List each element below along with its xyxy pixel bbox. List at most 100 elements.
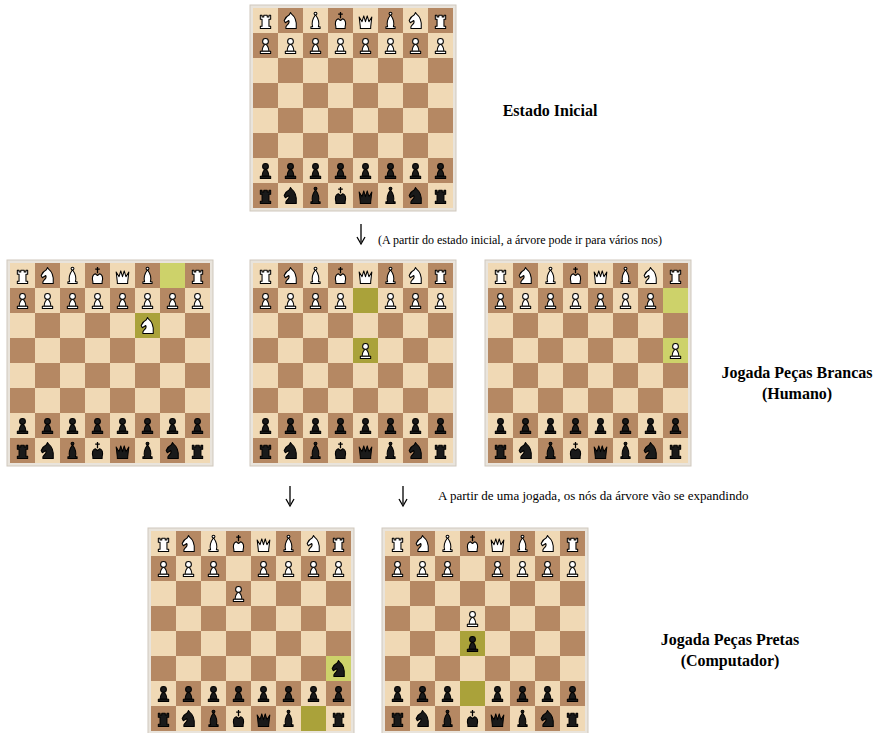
piece-shape (183, 574, 193, 576)
board-square (10, 363, 35, 388)
piece-shape (437, 424, 444, 431)
board-square (378, 83, 403, 108)
board-square (488, 263, 513, 288)
knight-piece (307, 535, 319, 551)
piece-shape (262, 424, 269, 431)
board-square (276, 581, 301, 606)
piece-shape (312, 169, 319, 176)
piece-shape (288, 419, 294, 425)
piece-shape (95, 419, 101, 425)
piece-shape (387, 169, 394, 176)
board-square (326, 681, 351, 706)
board-square (638, 388, 663, 413)
piece-shape (523, 294, 529, 300)
board-square (301, 656, 326, 681)
board-square (385, 531, 410, 556)
bishop-piece (621, 442, 630, 458)
board-square (253, 338, 278, 363)
piece-shape (119, 424, 126, 431)
piece-shape (45, 419, 51, 425)
board-square (538, 288, 563, 313)
board-square (301, 706, 326, 731)
chess-board (250, 260, 456, 466)
piece-shape (547, 299, 554, 306)
piece-shape (68, 445, 77, 459)
board-square (185, 338, 210, 363)
pawn-piece (258, 562, 268, 577)
piece-shape (467, 649, 477, 651)
piece-shape (235, 692, 242, 699)
piece-shape (548, 294, 554, 300)
piece-shape (158, 713, 168, 726)
bishop-piece (143, 267, 152, 283)
board-square (428, 158, 453, 183)
board-square (110, 438, 135, 463)
piece-shape (392, 574, 402, 576)
piece-shape (182, 710, 194, 726)
board-square (251, 631, 276, 656)
piece-shape (520, 687, 526, 693)
pawn-piece (620, 419, 630, 434)
board-square (151, 556, 176, 581)
board-square (428, 288, 453, 313)
board-square (560, 581, 585, 606)
board-square (35, 288, 60, 313)
piece-shape (338, 294, 344, 300)
knight-piece (284, 12, 296, 28)
piece-shape (284, 267, 296, 283)
piece-shape (419, 567, 426, 574)
piece-shape (387, 424, 394, 431)
piece-shape (520, 431, 530, 433)
piece-shape (17, 306, 27, 308)
piece-shape (597, 299, 604, 306)
board-square (201, 656, 226, 681)
board-square (135, 288, 160, 313)
board-square (251, 531, 276, 556)
rook-piece (495, 445, 505, 458)
board-square (251, 606, 276, 631)
board-square (303, 83, 328, 108)
board-square (60, 363, 85, 388)
board-square (328, 133, 353, 158)
piece-shape (20, 294, 26, 300)
piece-shape (498, 294, 504, 300)
board-square (253, 313, 278, 338)
pawn-piece (92, 419, 102, 434)
pawn-piece (435, 419, 445, 434)
pawn-piece (183, 687, 193, 702)
piece-shape (549, 267, 552, 270)
board-square (560, 631, 585, 656)
pawn-piece (335, 294, 345, 309)
pawn-piece (208, 562, 218, 577)
board-square (160, 338, 185, 363)
piece-shape (392, 538, 402, 551)
knight-piece (141, 317, 153, 333)
bishop-piece (621, 267, 630, 283)
board-square (378, 363, 403, 388)
piece-shape (492, 699, 502, 701)
board-square (60, 438, 85, 463)
board-square (85, 263, 110, 288)
board-square (251, 681, 276, 706)
board-square (560, 706, 585, 731)
piece-shape (388, 164, 394, 170)
pawn-piece (17, 419, 27, 434)
board-square (460, 581, 485, 606)
piece-shape (435, 15, 445, 28)
piece-shape (310, 51, 320, 53)
piece-shape (623, 419, 629, 425)
pawn-piece (310, 39, 320, 54)
board-square (428, 108, 453, 133)
board-square (278, 313, 303, 338)
board-square (513, 363, 538, 388)
board-square (278, 183, 303, 208)
piece-shape (445, 687, 451, 693)
piece-shape (519, 692, 526, 699)
board-square (410, 556, 435, 581)
queen-piece (257, 539, 270, 552)
board-square (135, 438, 160, 463)
board-square (176, 706, 201, 731)
piece-shape (260, 176, 270, 178)
knight-piece (409, 442, 421, 458)
board-square (385, 556, 410, 581)
